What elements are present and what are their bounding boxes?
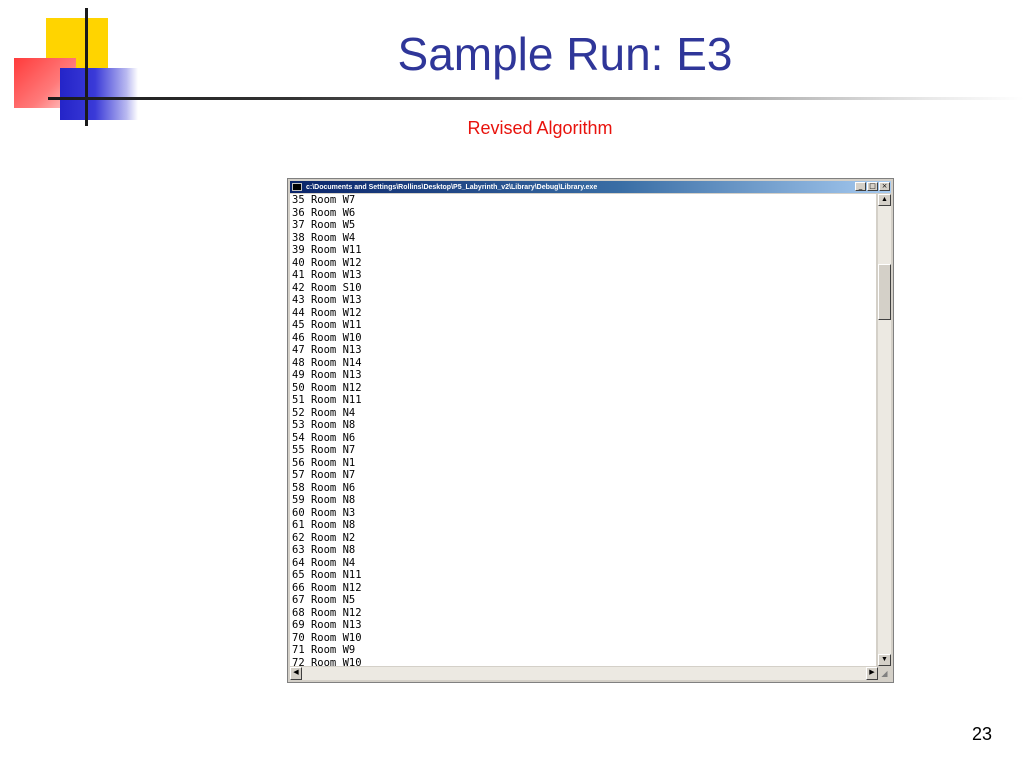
vertical-scroll-thumb[interactable] bbox=[878, 264, 891, 320]
console-line: 46 Room W10 bbox=[292, 331, 362, 344]
console-window: c:\Documents and Settings\Rollins\Deskto… bbox=[287, 178, 894, 683]
console-line: 54 Room N6 bbox=[292, 431, 356, 444]
minimize-button[interactable]: _ bbox=[855, 182, 866, 191]
console-line: 43 Room W13 bbox=[292, 294, 362, 306]
close-button[interactable]: × bbox=[879, 182, 890, 191]
scroll-right-arrow-icon[interactable]: ▶ bbox=[866, 667, 878, 680]
page-number: 23 bbox=[971, 724, 992, 744]
console-line: 72 Room W10 bbox=[292, 656, 362, 667]
vertical-scrollbar[interactable]: ▲ ▼ bbox=[878, 194, 891, 666]
decor-horizontal-rule bbox=[48, 97, 1024, 100]
slide-title: Sample Run: E3 bbox=[397, 28, 733, 80]
console-line: 69 Room N13 bbox=[292, 619, 362, 631]
console-line: 45 Room W11 bbox=[292, 319, 362, 331]
console-line: 68 Room N12 bbox=[292, 606, 362, 619]
console-line: 70 Room W10 bbox=[292, 631, 362, 644]
scroll-up-arrow-icon[interactable]: ▲ bbox=[878, 194, 891, 206]
console-line: 62 Room N2 bbox=[292, 531, 356, 544]
horizontal-scrollbar[interactable]: ◀ ▶ bbox=[290, 667, 878, 680]
resize-grip-icon[interactable]: ◢ bbox=[878, 667, 891, 680]
maximize-button[interactable]: □ bbox=[867, 182, 878, 191]
console-line: 61 Room N8 bbox=[292, 519, 356, 531]
console-line: 65 Room N11 bbox=[292, 569, 362, 581]
console-line: 36 Room W6 bbox=[292, 206, 356, 219]
decor-blue-square bbox=[60, 68, 138, 120]
console-line: 49 Room N13 bbox=[292, 369, 362, 381]
console-line: 64 Room N4 bbox=[292, 556, 356, 569]
console-line: 56 Room N1 bbox=[292, 456, 356, 469]
window-controls: _ □ × bbox=[854, 182, 890, 191]
console-line: 38 Room W4 bbox=[292, 231, 356, 244]
console-line: 35 Room W7 bbox=[292, 194, 356, 206]
console-line: 57 Room N7 bbox=[292, 469, 356, 481]
scroll-left-arrow-icon[interactable]: ◀ bbox=[290, 667, 302, 680]
console-line: 39 Room W11 bbox=[292, 244, 362, 256]
console-line: 37 Room W5 bbox=[292, 219, 356, 231]
console-titlebar[interactable]: c:\Documents and Settings\Rollins\Deskto… bbox=[290, 181, 891, 193]
console-line: 71 Room W9 bbox=[292, 644, 356, 656]
console-line: 52 Room N4 bbox=[292, 406, 356, 419]
console-line: 55 Room N7 bbox=[292, 444, 356, 456]
console-app-icon[interactable] bbox=[292, 183, 302, 191]
console-line: 42 Room S10 bbox=[292, 281, 362, 294]
console-line: 50 Room N12 bbox=[292, 381, 362, 394]
console-line: 67 Room N5 bbox=[292, 594, 356, 606]
console-line: 48 Room N14 bbox=[292, 356, 362, 369]
console-line: 63 Room N8 bbox=[292, 544, 356, 556]
console-line: 59 Room N8 bbox=[292, 494, 356, 506]
console-line: 40 Room W12 bbox=[292, 256, 362, 269]
console-line: 47 Room N13 bbox=[292, 344, 362, 356]
console-line: 51 Room N11 bbox=[292, 394, 362, 406]
console-line: 66 Room N12 bbox=[292, 581, 362, 594]
slide-subtitle: Revised Algorithm bbox=[467, 118, 613, 138]
console-line: 60 Room N3 bbox=[292, 506, 356, 519]
console-title: c:\Documents and Settings\Rollins\Deskto… bbox=[306, 183, 598, 191]
console-line: 53 Room N8 bbox=[292, 419, 356, 431]
console-line: 41 Room W13 bbox=[292, 269, 362, 281]
console-line: 44 Room W12 bbox=[292, 306, 362, 319]
decor-vertical-line bbox=[85, 8, 88, 126]
console-line: 58 Room N6 bbox=[292, 481, 356, 494]
scroll-down-arrow-icon[interactable]: ▼ bbox=[878, 654, 891, 666]
